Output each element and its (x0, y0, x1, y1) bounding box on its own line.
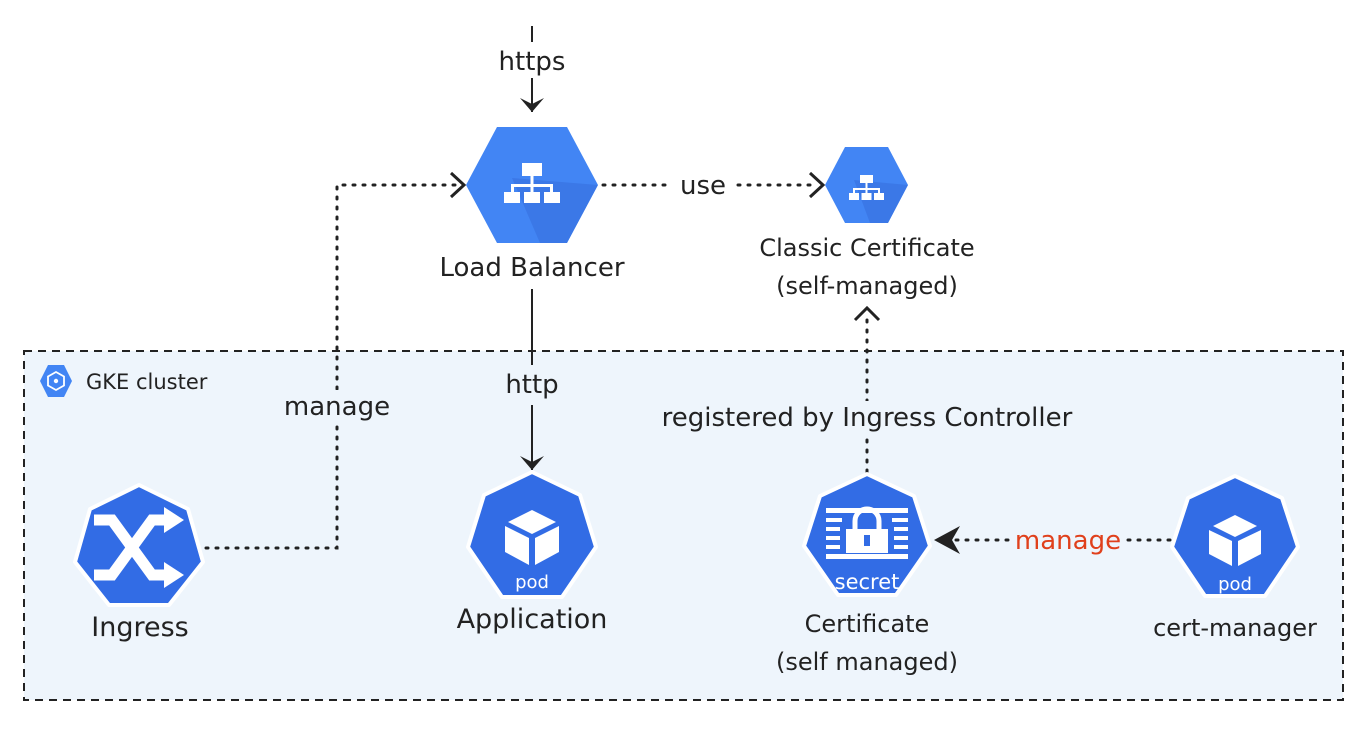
cert-manager-node[interactable]: pod cert-manager (1153, 474, 1317, 642)
classic-certificate-node[interactable]: Classic Certificate (self-managed) (759, 147, 975, 300)
cube-icon (505, 510, 559, 565)
registered-arrowhead (853, 305, 881, 322)
http-arrowhead (520, 456, 544, 470)
certificate-badge: secret (835, 570, 900, 594)
certificate-node[interactable]: secret Certificate (self managed) (776, 472, 958, 676)
manage-cert-arrowhead (934, 526, 960, 554)
use-arrowhead (808, 171, 826, 199)
load-balancer-icon (504, 163, 560, 203)
cube-icon (1209, 515, 1261, 566)
shuffle-icon (94, 507, 184, 588)
load-balancer-icon (849, 175, 884, 200)
manage-ingress-edge (204, 183, 460, 550)
application-node[interactable]: pod Application (457, 470, 608, 635)
cluster-label: GKE cluster (86, 370, 208, 394)
padlock-icon (826, 506, 908, 559)
load-balancer-node[interactable]: Load Balancer (439, 127, 625, 283)
classic-certificate-label-line1: Classic Certificate (759, 234, 974, 262)
manage-cert-label: manage (1015, 526, 1121, 556)
certificate-label-line1: Certificate (805, 610, 930, 638)
ingress-node[interactable]: Ingress (73, 483, 205, 643)
application-badge: pod (515, 572, 549, 593)
edges (204, 26, 1174, 554)
cert-manager-label: cert-manager (1153, 614, 1317, 642)
gke-icon (40, 365, 72, 397)
load-balancer-label: Load Balancer (439, 253, 624, 283)
cert-manager-badge: pod (1218, 574, 1252, 595)
certificate-label-line2: (self managed) (776, 648, 958, 676)
use-label: use (680, 171, 726, 201)
manage-ingress-arrowhead (449, 171, 467, 199)
ingress-label: Ingress (91, 612, 188, 643)
manage-ingress-label: manage (284, 392, 390, 422)
https-label: https (499, 47, 566, 77)
classic-certificate-label-line2: (self-managed) (776, 272, 958, 300)
http-label: http (505, 370, 558, 400)
application-label: Application (457, 604, 608, 635)
https-arrowhead (520, 98, 544, 112)
edge-labels: https use manage http registered by Ingr… (282, 47, 1121, 556)
registered-label: registered by Ingress Controller (662, 403, 1073, 433)
